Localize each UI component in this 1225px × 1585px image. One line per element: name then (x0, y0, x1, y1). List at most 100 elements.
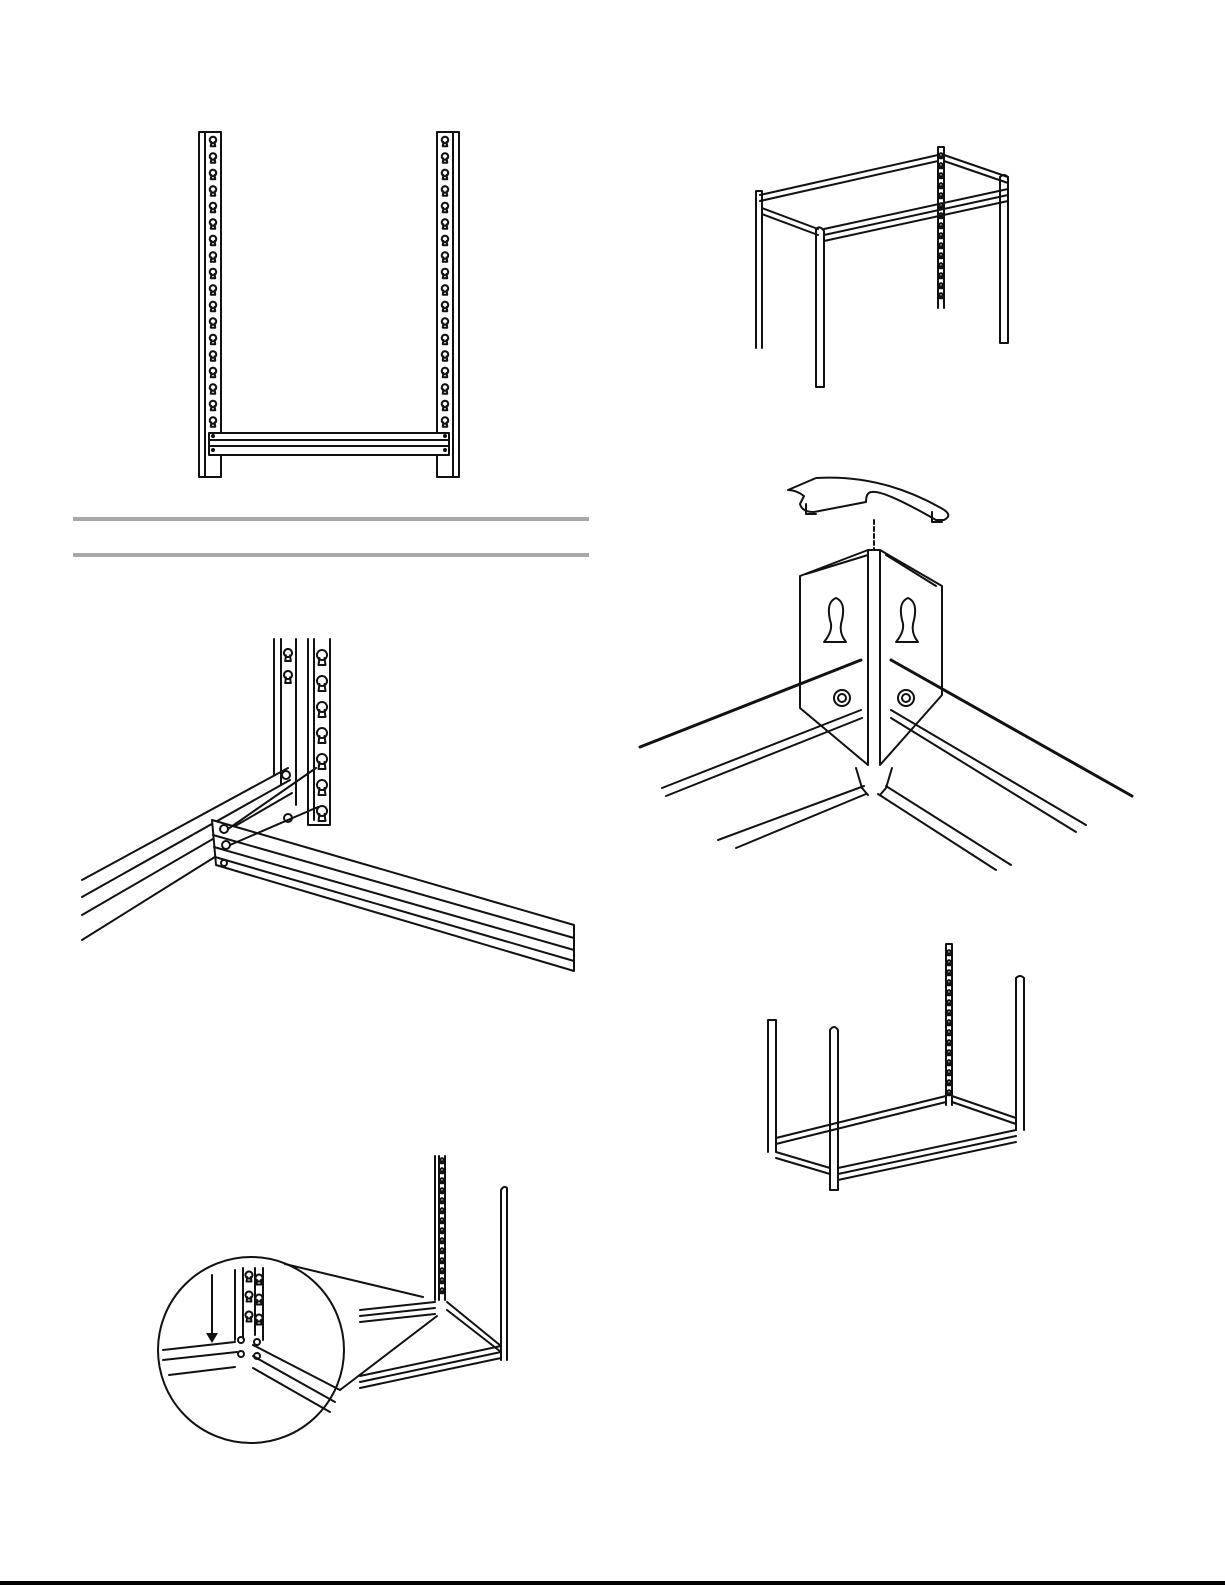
keyhole-slot (947, 1030, 951, 1035)
detail-view (163, 1268, 340, 1412)
keyhole-slot (317, 806, 327, 821)
keyhole-slot (210, 170, 216, 179)
keyhole-slot (440, 1258, 444, 1263)
keyhole-slot (442, 417, 448, 426)
keyhole-slot (317, 754, 327, 769)
keyhole-slot (947, 1040, 951, 1045)
keyhole-slot (939, 293, 943, 298)
keyhole-slot (939, 153, 943, 158)
keyhole-slot (210, 417, 216, 426)
rear-right-post (938, 147, 944, 308)
keyhole-slot (210, 153, 216, 162)
frame-front-view (195, 128, 465, 480)
keyhole-slot (255, 1295, 262, 1305)
rear-right-post-bottom (946, 944, 952, 1105)
keyhole-slot (210, 335, 216, 344)
keyhole-slot (210, 252, 216, 261)
keyhole-slot (440, 1278, 444, 1283)
keyhole-slot (317, 702, 327, 717)
keyhole-slot (442, 368, 448, 377)
keyhole-slot (210, 401, 216, 410)
keyhole-slot (284, 649, 292, 661)
keyhole-slot (947, 1070, 951, 1075)
keyhole-slot (245, 1292, 252, 1302)
keyhole-slot (939, 193, 943, 198)
section-divider-top (73, 517, 589, 521)
keyhole-slot (947, 990, 951, 995)
corner-cap (788, 478, 948, 522)
keyhole-slot (210, 384, 216, 393)
keyhole-slot (939, 223, 943, 228)
keyhole-slot (440, 1168, 444, 1173)
keyhole-slot (442, 236, 448, 245)
keyhole-slot (442, 384, 448, 393)
keyhole-slot (255, 1275, 262, 1285)
keyhole-slot (317, 728, 327, 743)
keyhole-slot (442, 137, 448, 146)
keyhole-slot (939, 183, 943, 188)
keyhole-slot (440, 1158, 444, 1163)
front-left-post (816, 227, 824, 387)
keyhole-slot (245, 1272, 252, 1282)
keyhole-slot (284, 671, 292, 683)
post-corner (800, 550, 942, 795)
keyhole-slot (440, 1228, 444, 1233)
keyhole-slot (939, 253, 943, 258)
keyhole-slot (442, 203, 448, 212)
keyhole-slot (442, 302, 448, 311)
keyhole-slot (442, 170, 448, 179)
keyhole-slot (317, 676, 327, 691)
bottom-frame-assembly (760, 940, 1030, 1195)
keyhole-slot (947, 1090, 951, 1095)
front-right-post (1000, 175, 1008, 343)
keyhole-slot (440, 1188, 444, 1193)
section-divider-bottom (73, 553, 589, 557)
keyhole-slot (947, 960, 951, 965)
bottom-frame-partial (360, 1156, 507, 1388)
keyhole-slot (210, 236, 216, 245)
keyhole-slot (442, 269, 448, 278)
keyhole-slot (210, 203, 216, 212)
keyhole-slot (317, 650, 327, 665)
keyhole-slot (442, 285, 448, 294)
bottom-frame-beams (776, 1096, 1016, 1180)
keyhole-slot (210, 186, 216, 195)
keyhole-slot (947, 1050, 951, 1055)
keyhole-slot (245, 1312, 252, 1322)
corner-cap-installation (636, 470, 1136, 875)
keyhole-slot (442, 186, 448, 195)
keyhole-slot (947, 1010, 951, 1015)
keyhole-slot (939, 173, 943, 178)
bottom-corner-assembly-detail (155, 1150, 530, 1450)
keyhole-slot (939, 243, 943, 248)
keyhole-slot (939, 273, 943, 278)
front-left-post-bottom (830, 1027, 838, 1190)
keyhole-slot (255, 1315, 262, 1325)
keyhole-slot (939, 163, 943, 168)
keyhole-slot (442, 351, 448, 360)
top-frame-beams (760, 155, 1008, 241)
keyhole-slot (317, 780, 327, 795)
top-frame-assembly (752, 143, 1014, 388)
beam-to-post-connection (78, 635, 578, 980)
keyhole-slot (440, 1248, 444, 1253)
keyhole-slot (442, 153, 448, 162)
keyhole-slot (939, 233, 943, 238)
left-post (199, 132, 221, 477)
keyhole-slot (440, 1238, 444, 1243)
rear-left-post (756, 191, 762, 348)
keyhole-slot (440, 1268, 444, 1273)
keyhole-slot (442, 401, 448, 410)
keyhole-slot (210, 318, 216, 327)
keyhole-slot (947, 950, 951, 955)
keyhole-slot (947, 1080, 951, 1085)
keyhole-slot (440, 1288, 444, 1293)
keyhole-slot (947, 980, 951, 985)
keyhole-slot (440, 1178, 444, 1183)
keyhole-slot (442, 335, 448, 344)
page-footer-rule (0, 1581, 1225, 1585)
keyhole-slot (442, 219, 448, 228)
front-right-post-bottom (1016, 976, 1024, 1130)
rear-left-post-bottom (768, 1020, 776, 1152)
keyhole-slot (947, 1020, 951, 1025)
